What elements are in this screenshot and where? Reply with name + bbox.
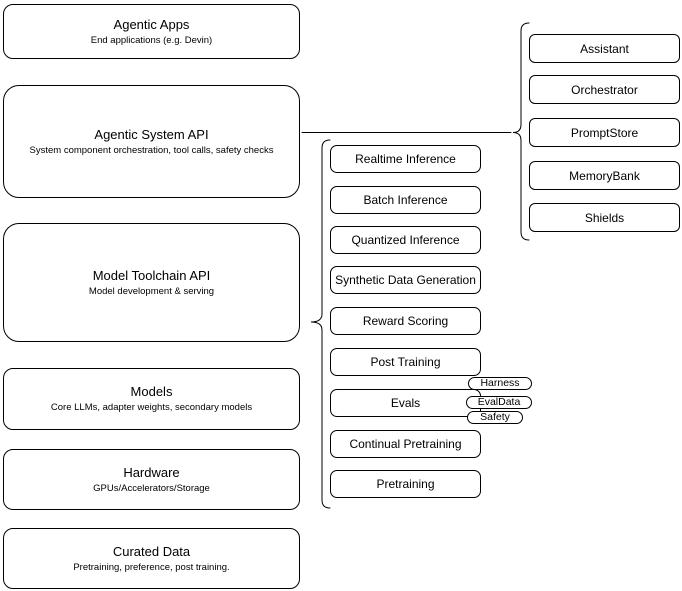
node-model-toolchain-api: Model Toolchain API Model development & … (3, 223, 300, 342)
node-orchestrator: Orchestrator (529, 75, 680, 104)
brace-system-components (512, 22, 530, 241)
node-title: Agentic Apps (113, 16, 190, 32)
node-subtitle: End applications (e.g. Devin) (90, 34, 213, 46)
node-label: Shields (584, 210, 625, 225)
node-title: Hardware (123, 464, 180, 480)
node-label: Batch Inference (363, 193, 448, 207)
node-title: Agentic System API (94, 126, 209, 142)
node-subtitle: Model development & serving (88, 285, 215, 297)
node-quantized-inference: Quantized Inference (330, 226, 481, 254)
node-label: Synthetic Data Generation (335, 273, 476, 287)
node-reward-scoring: Reward Scoring (330, 307, 481, 335)
tag-harness: Harness (468, 377, 532, 390)
node-pretraining: Pretraining (330, 470, 481, 498)
node-label: Assistant (580, 41, 629, 56)
tag-evaldata: EvalData (466, 396, 532, 409)
tag-label: EvalData (477, 396, 521, 408)
node-post-training: Post Training (330, 348, 481, 376)
node-subtitle: GPUs/Accelerators/Storage (93, 482, 210, 494)
node-memorybank: MemoryBank (529, 161, 680, 190)
tag-label: Safety (480, 411, 510, 423)
node-agentic-system-api: Agentic System API System component orch… (3, 85, 300, 198)
node-subtitle: Pretraining, preference, post training. (73, 561, 230, 573)
tag-safety: Safety (467, 411, 523, 424)
node-realtime-inference: Realtime Inference (330, 145, 481, 173)
node-label: Continual Pretraining (349, 437, 462, 451)
tag-label: Harness (480, 377, 520, 389)
node-label: Evals (390, 396, 421, 410)
node-hardware: Hardware GPUs/Accelerators/Storage (3, 449, 300, 510)
node-subtitle: Core LLMs, adapter weights, secondary mo… (50, 402, 253, 413)
node-title: Model Toolchain API (92, 267, 211, 283)
node-curated-data: Curated Data Pretraining, preference, po… (3, 528, 300, 589)
node-title: Models (130, 384, 173, 399)
node-promptstore: PromptStore (529, 118, 680, 147)
node-batch-inference: Batch Inference (330, 186, 481, 214)
node-subtitle: System component orchestration, tool cal… (29, 144, 274, 156)
node-assistant: Assistant (529, 34, 680, 63)
node-label: Post Training (370, 355, 441, 369)
node-label: MemoryBank (569, 168, 640, 183)
node-label: Realtime Inference (355, 152, 456, 166)
node-label: Quantized Inference (351, 233, 460, 247)
node-label: Reward Scoring (362, 314, 449, 328)
node-continual-pretraining: Continual Pretraining (330, 430, 481, 458)
node-title: Curated Data (112, 543, 191, 559)
node-label: PromptStore (570, 125, 639, 140)
node-agentic-apps: Agentic Apps End applications (e.g. Devi… (3, 4, 300, 59)
node-label: Orchestrator (571, 82, 638, 97)
node-models: Models Core LLMs, adapter weights, secon… (3, 368, 300, 430)
node-label: Pretraining (376, 477, 435, 491)
brace-toolchain-items (310, 139, 331, 509)
node-shields: Shields (529, 203, 680, 232)
node-evals: Evals (330, 389, 481, 417)
node-synthetic-data-generation: Synthetic Data Generation (330, 266, 481, 294)
